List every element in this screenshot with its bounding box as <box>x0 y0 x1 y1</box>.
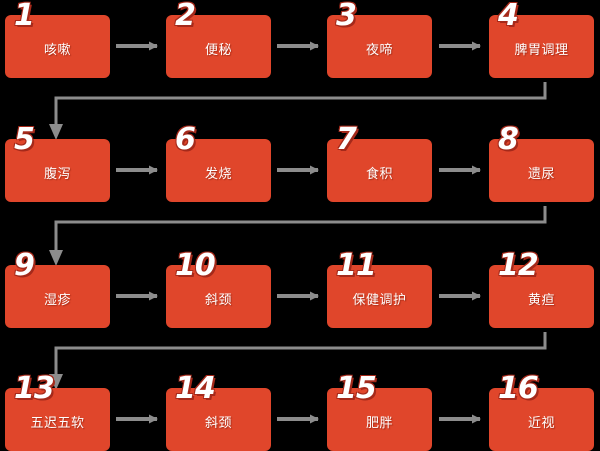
node-number: 5 <box>14 122 35 157</box>
flow-node-9[interactable]: 9 湿疹 <box>5 251 110 328</box>
node-number: 10 <box>175 248 216 283</box>
flow-node-4[interactable]: 4 脾胃调理 <box>489 1 594 78</box>
node-number: 1 <box>14 0 35 33</box>
node-label: 腹泻 <box>43 166 71 182</box>
flow-node-16[interactable]: 16 近视 <box>489 374 594 451</box>
node-number: 8 <box>498 122 519 157</box>
node-number: 11 <box>336 248 377 283</box>
node-label: 发烧 <box>204 166 232 182</box>
node-number: 2 <box>175 0 196 33</box>
node-label: 斜颈 <box>204 292 232 308</box>
node-label: 近视 <box>527 415 555 431</box>
flow-node-7[interactable]: 7 食积 <box>327 125 432 202</box>
flow-node-11[interactable]: 11 保健调护 <box>327 251 432 328</box>
node-label: 五迟五软 <box>30 415 85 431</box>
node-label: 保健调护 <box>352 292 407 308</box>
node-number: 6 <box>175 122 196 157</box>
node-label: 脾胃调理 <box>514 42 569 58</box>
flow-node-13[interactable]: 13 五迟五软 <box>5 374 110 451</box>
flow-node-10[interactable]: 10 斜颈 <box>166 251 271 328</box>
flow-node-6[interactable]: 6 发烧 <box>166 125 271 202</box>
flow-node-8[interactable]: 8 遗尿 <box>489 125 594 202</box>
node-number: 9 <box>14 248 35 283</box>
node-label: 遗尿 <box>527 166 555 182</box>
flow-node-2[interactable]: 2 便秘 <box>166 1 271 78</box>
flow-node-3[interactable]: 3 夜啼 <box>327 1 432 78</box>
flow-node-12[interactable]: 12 黄疸 <box>489 251 594 328</box>
node-number: 3 <box>336 0 357 33</box>
flow-node-5[interactable]: 5 腹泻 <box>5 125 110 202</box>
node-label: 便秘 <box>204 42 232 58</box>
node-number: 4 <box>498 0 519 33</box>
node-number: 15 <box>336 371 377 406</box>
arrow-12-to-13-wrap <box>49 332 547 390</box>
node-label: 肥胖 <box>365 415 393 431</box>
node-label: 食积 <box>365 166 393 182</box>
node-label: 咳嗽 <box>43 42 71 58</box>
flow-node-15[interactable]: 15 肥胖 <box>327 374 432 451</box>
node-number: 7 <box>336 122 357 157</box>
node-number: 16 <box>498 371 539 406</box>
node-number: 12 <box>498 248 539 283</box>
arrow-8-to-9-wrap <box>49 206 547 266</box>
node-number: 13 <box>14 371 55 406</box>
node-number: 14 <box>175 371 216 406</box>
flow-node-14[interactable]: 14 斜颈 <box>166 374 271 451</box>
arrow-4-to-5-wrap <box>49 82 547 140</box>
node-label: 黄疸 <box>527 292 555 308</box>
flow-node-1[interactable]: 1 咳嗽 <box>5 1 110 78</box>
node-label: 夜啼 <box>365 42 393 58</box>
node-label: 斜颈 <box>204 415 232 431</box>
node-label: 湿疹 <box>43 292 71 308</box>
